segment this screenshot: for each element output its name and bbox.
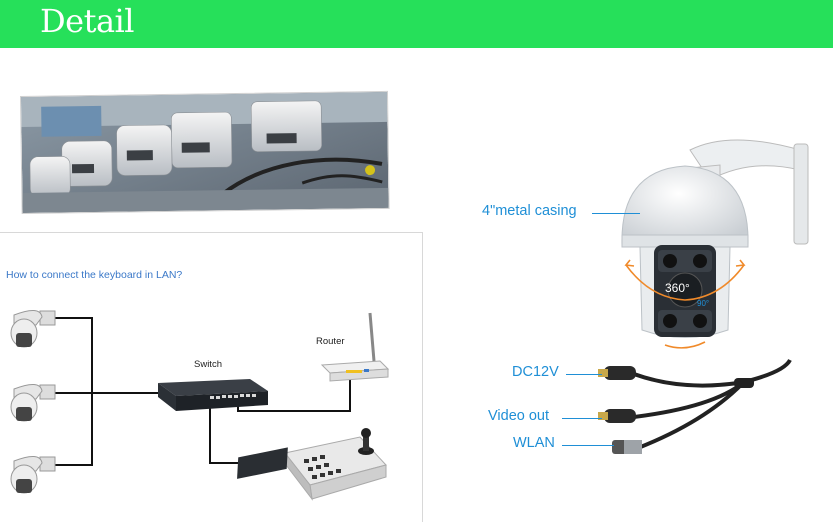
video-out-leader-line	[562, 418, 602, 419]
wlan-leader-line	[562, 445, 614, 446]
network-cables	[55, 317, 351, 466]
header-bar: Detail	[0, 0, 833, 48]
switch-label: Switch	[194, 359, 222, 370]
rotation-label: 360°	[665, 281, 690, 295]
cable-image	[598, 358, 792, 454]
router-icon	[320, 312, 390, 382]
factory-photo	[20, 90, 390, 214]
diagram-graphics	[10, 310, 390, 501]
switch-icon	[158, 379, 268, 411]
camera-icon	[10, 384, 56, 422]
lan-diagram: How to connect the keyboard in LAN? Swit…	[0, 232, 423, 522]
tilt-label: 90°	[697, 299, 710, 308]
keyboard-controller-icon	[237, 428, 387, 501]
camera-icon	[10, 456, 56, 494]
video-out-label: Video out	[488, 408, 550, 424]
wlan-label: WLAN	[513, 435, 555, 451]
factory-photo-image	[21, 91, 389, 213]
router-label: Router	[316, 336, 345, 347]
casing-leader-line	[592, 213, 640, 214]
dc12v-leader-line	[566, 374, 602, 375]
camera-icon	[10, 310, 56, 348]
metal-casing-label: 4"metal casing	[482, 203, 577, 219]
page-title: Detail	[40, 2, 135, 40]
dc12v-label: DC12V	[512, 364, 559, 380]
ptz-camera-image	[621, 139, 809, 349]
diagram-title: How to connect the keyboard in LAN?	[6, 269, 183, 281]
